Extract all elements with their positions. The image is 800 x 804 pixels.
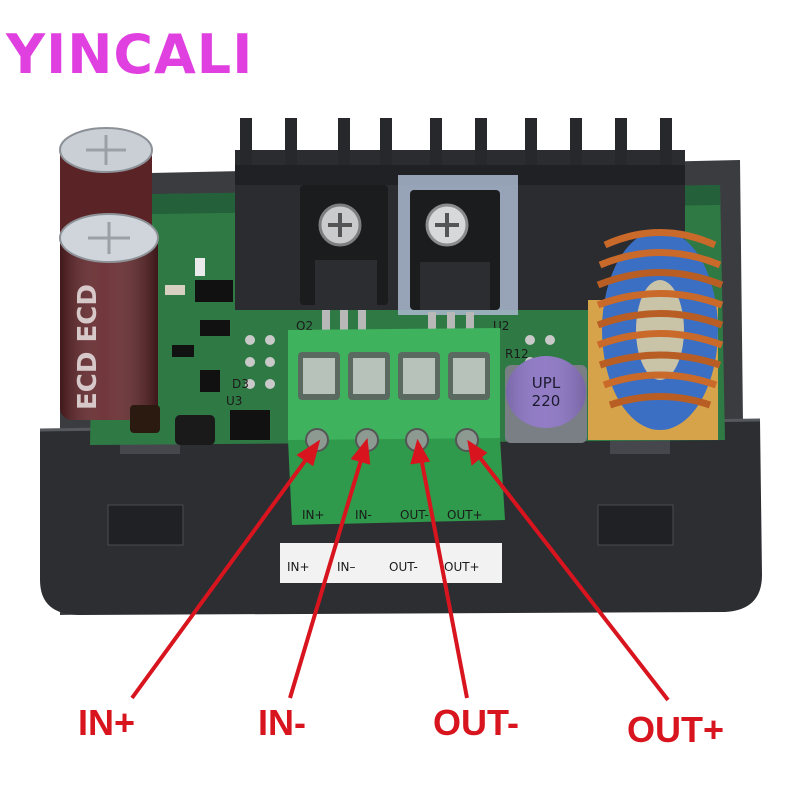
capacitor-large-text: ECD ECD <box>73 284 103 410</box>
capacitor-small-line1: UPL <box>532 374 561 392</box>
terminal-board-label-outm: OUT- <box>400 508 429 522</box>
arrow-outp-head <box>467 439 488 466</box>
terminal-board-label-inm: IN- <box>355 508 372 522</box>
arrow-inm-head <box>350 437 371 465</box>
callout-arrows <box>130 437 670 702</box>
arrow-outm <box>418 451 469 699</box>
transistor-right <box>410 190 500 342</box>
sticker-label-inp: IN+ <box>287 560 310 574</box>
housing-clip-right <box>610 440 670 454</box>
brand-watermark: YINCALI <box>6 23 254 86</box>
sticker-label-inm: IN– <box>337 560 356 574</box>
callout-label-outm: OUT- <box>433 702 519 743</box>
sticker-label-outm: OUT- <box>389 560 418 574</box>
pcb-mark-r12: R12 <box>505 347 529 361</box>
capacitor-small: UPL 220 <box>505 356 587 443</box>
transistor-left <box>300 185 388 340</box>
capacitor-small-line2: 220 <box>532 392 561 410</box>
terminal-board-label-outp: OUT+ <box>447 508 483 522</box>
pcb-mark-d3: D3 <box>232 377 249 391</box>
callout-label-inp: IN+ <box>78 702 136 743</box>
arrow-outm-head <box>410 438 431 465</box>
housing-notch-right <box>597 504 674 546</box>
toroid-inductor <box>588 229 724 440</box>
arrow-inm <box>288 449 366 699</box>
housing-notch-left <box>107 504 184 546</box>
capacitor-large-front: ECD ECD <box>59 213 159 420</box>
arrow-inp-head <box>296 439 321 467</box>
arrow-inp <box>130 448 315 700</box>
callout-label-inm: IN- <box>258 702 306 743</box>
sticker-label-outp: OUT+ <box>444 560 480 574</box>
pcb-mark-u3: U3 <box>226 394 242 408</box>
callout-label-outp: OUT+ <box>627 709 725 750</box>
terminal-block: IN+ IN- OUT- OUT+ <box>288 328 505 525</box>
terminal-board-label-inp: IN+ <box>302 508 325 522</box>
terminal-label-sticker: IN+ IN– OUT- OUT+ <box>280 543 502 583</box>
pcb-silkscreen: Q2 U2 R12 D3 U3 R10 <box>190 319 529 435</box>
pcb-mark-r10: R10 <box>190 421 214 435</box>
pcb-mark-q2: Q2 <box>296 319 313 333</box>
arrow-outp <box>472 448 670 702</box>
